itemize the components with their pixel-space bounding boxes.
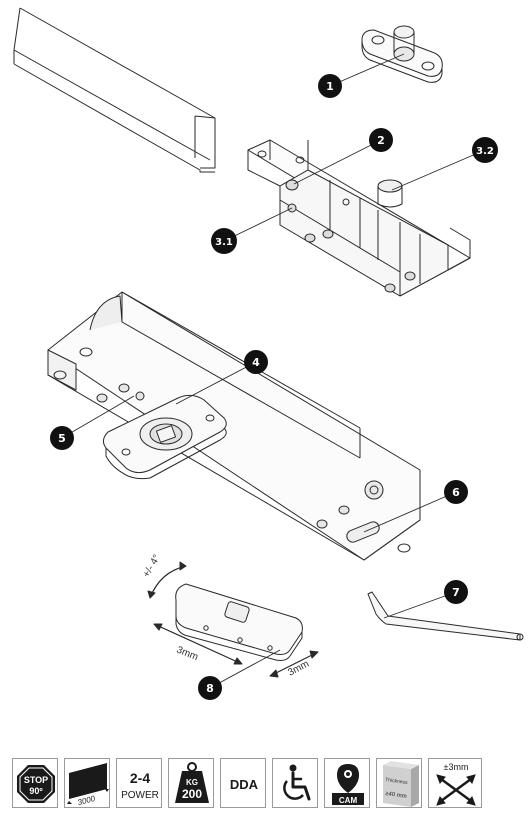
callout-3-1: 3.1 bbox=[211, 228, 237, 254]
dimension-arrow-b bbox=[269, 650, 319, 678]
callout-8: 8 bbox=[198, 676, 222, 700]
svg-text:6: 6 bbox=[452, 486, 460, 499]
callout-2: 2 bbox=[369, 128, 393, 152]
callout-7: 7 bbox=[444, 580, 468, 604]
adjustment-badge: ±3mm bbox=[428, 758, 482, 808]
svg-text:KG: KG bbox=[186, 778, 198, 787]
feature-icon-row: STOP 90º 3000 2-4 POWER KG 200 bbox=[0, 758, 528, 812]
weight-icon bbox=[175, 762, 209, 803]
svg-text:90º: 90º bbox=[29, 786, 43, 796]
callout-6: 6 bbox=[444, 480, 468, 504]
rotation-arrow bbox=[147, 561, 187, 599]
exploded-assembly-diagram: 1 2 3.1 3.2 4 5 6 7 8 +/- 4° 3mm 3mm bbox=[13, 7, 524, 700]
stop-90-badge: STOP 90º bbox=[12, 758, 58, 808]
cam-badge: CAM bbox=[324, 758, 370, 808]
adjustment-arrows-icon bbox=[436, 774, 476, 806]
pivot-cap bbox=[175, 583, 303, 661]
svg-text:CAM: CAM bbox=[339, 796, 358, 805]
svg-text:≥40 mm: ≥40 mm bbox=[385, 791, 407, 800]
svg-text:7: 7 bbox=[452, 586, 460, 599]
svg-text:2-4: 2-4 bbox=[130, 770, 150, 786]
callout-5: 5 bbox=[50, 426, 74, 450]
callout-1: 1 bbox=[318, 74, 342, 98]
angle-label: +/- 4° bbox=[141, 553, 163, 580]
svg-text:±3mm: ±3mm bbox=[444, 762, 469, 772]
accessibility-badge bbox=[272, 758, 318, 808]
svg-text:4: 4 bbox=[252, 356, 260, 369]
svg-text:STOP: STOP bbox=[24, 775, 48, 785]
top-pivot-housing bbox=[247, 139, 471, 297]
dimension-arrow-a bbox=[153, 623, 243, 665]
length-label-b: 3mm bbox=[286, 658, 311, 678]
door-thickness-badge: Thickness ≥40 mm bbox=[376, 758, 422, 808]
callout-4: 4 bbox=[244, 350, 268, 374]
top-pivot-plate bbox=[361, 25, 443, 83]
svg-text:5: 5 bbox=[58, 432, 66, 445]
svg-text:DDA: DDA bbox=[230, 777, 259, 792]
floor-closer-body bbox=[47, 291, 421, 561]
power-size-badge: 2-4 POWER bbox=[116, 758, 162, 808]
cam-icon bbox=[332, 764, 364, 805]
svg-text:3.2: 3.2 bbox=[476, 146, 494, 157]
svg-text:8: 8 bbox=[206, 682, 214, 695]
stop-sign-icon bbox=[17, 765, 55, 803]
allen-key bbox=[367, 591, 524, 641]
svg-text:200: 200 bbox=[182, 787, 202, 801]
svg-text:1: 1 bbox=[326, 80, 334, 93]
svg-text:Thickness: Thickness bbox=[385, 777, 409, 786]
length-label-a: 3mm bbox=[175, 645, 200, 664]
svg-text:3.1: 3.1 bbox=[215, 237, 233, 248]
door-width-badge: 3000 bbox=[64, 758, 110, 808]
door-thickness-icon bbox=[383, 761, 419, 807]
door-frame-profile bbox=[13, 7, 216, 173]
svg-text:2: 2 bbox=[377, 134, 385, 147]
svg-text:3000: 3000 bbox=[77, 794, 97, 807]
callout-3-2: 3.2 bbox=[472, 137, 498, 163]
dda-badge: DDA bbox=[220, 758, 266, 808]
wheelchair-icon bbox=[283, 764, 311, 801]
weight-badge: KG 200 bbox=[168, 758, 214, 808]
door-width-icon bbox=[67, 763, 109, 804]
svg-text:POWER: POWER bbox=[121, 790, 159, 801]
